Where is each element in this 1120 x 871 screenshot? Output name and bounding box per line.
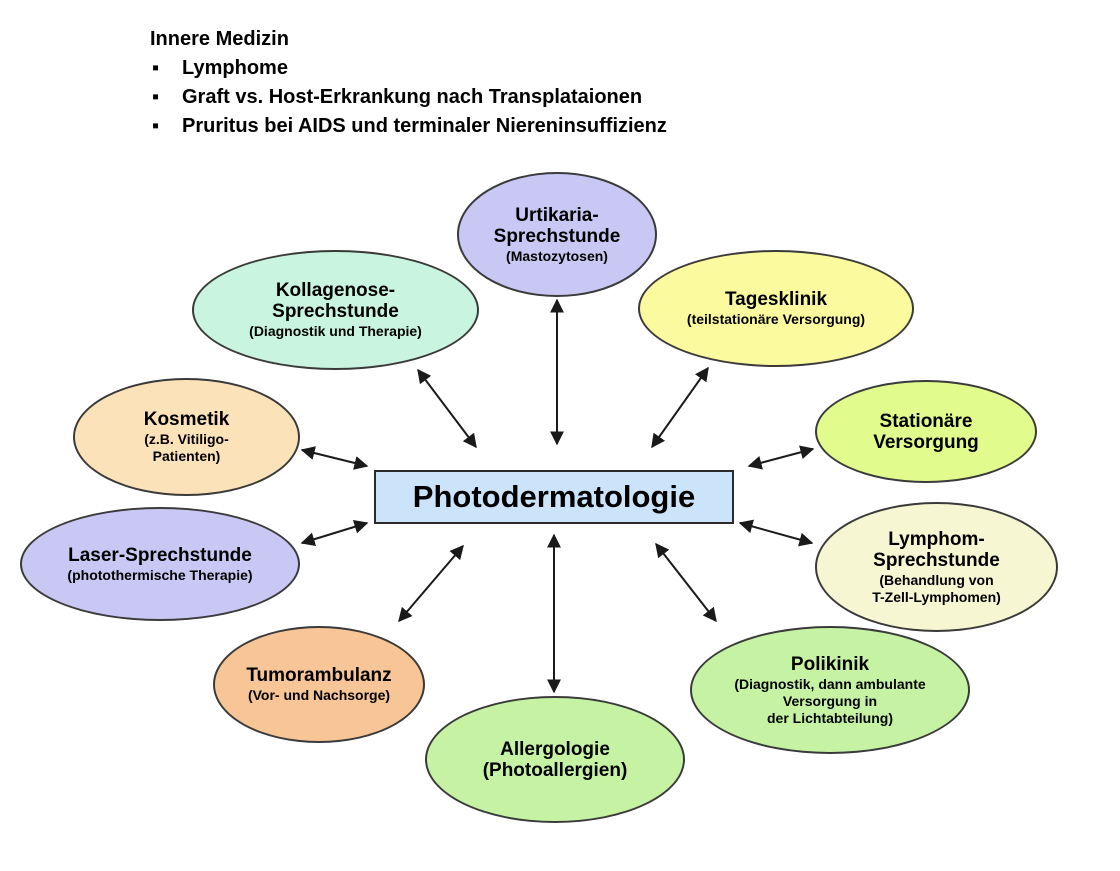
arrow-kollagenose	[417, 368, 477, 449]
header-list-item: ▪Pruritus bei AIDS und terminaler Nieren…	[150, 112, 667, 141]
header-section: Innere Medizin ▪Lymphome ▪Graft vs. Host…	[150, 25, 667, 141]
node-stationaer: Stationäre Versorgung	[815, 380, 1037, 483]
node-title: Laser-Sprechstunde	[68, 544, 252, 566]
arrow-tagesklinik	[651, 366, 709, 449]
node-title: Kosmetik	[143, 409, 230, 430]
node-subtitle: (Diagnostik, dann ambulante Versorgung i…	[734, 675, 926, 726]
arrow-lymphom	[738, 519, 814, 547]
center-label: Photodermatologie	[412, 479, 696, 514]
node-title: Stationäre Versorgung	[873, 410, 979, 453]
node-title: Allergologie (Photoallergien)	[482, 738, 628, 781]
bullet-icon: ▪	[152, 86, 160, 108]
node-polikinik: Polikinik (Diagnostik, dann ambulante Ve…	[690, 626, 970, 754]
bullet-icon: ▪	[152, 57, 160, 79]
header-title: Innere Medizin	[150, 28, 289, 50]
node-title: Urtikaria- Sprechstunde	[493, 204, 621, 247]
node-tumor: Tumorambulanz (Vor- und Nachsorge)	[213, 626, 425, 743]
node-urtikaria: Urtikaria- Sprechstunde (Mastozytosen)	[457, 172, 657, 297]
center-box: Photodermatologie	[374, 470, 734, 524]
node-subtitle: (Diagnostik und Therapie)	[249, 323, 422, 339]
arrow-kosmetik	[300, 446, 369, 470]
node-title: Tagesklinik	[724, 289, 828, 310]
node-subtitle: (teilstationäre Versorgung)	[686, 311, 866, 327]
node-subtitle: (Mastozytosen)	[506, 247, 608, 264]
node-subtitle: (Vor- und Nachsorge)	[247, 687, 391, 703]
arrow-tumor	[398, 544, 464, 623]
node-title: Polikinik	[790, 653, 870, 675]
node-kosmetik: Kosmetik (z.B. Vitiligo- Patienten)	[73, 378, 300, 496]
node-lymphom: Lymphom- Sprechstunde (Behandlung von T-…	[815, 502, 1058, 632]
node-tagesklinik: Tagesklinik (teilstationäre Versorgung)	[638, 250, 914, 367]
node-subtitle: (z.B. Vitiligo- Patienten)	[144, 431, 229, 464]
node-title: Lymphom- Sprechstunde	[873, 528, 1000, 571]
bullet-icon: ▪	[152, 115, 160, 137]
header-list-item: ▪Graft vs. Host-Erkrankung nach Transpla…	[150, 83, 667, 112]
header-list-item: ▪Lymphome	[150, 54, 667, 83]
node-title: Tumorambulanz	[246, 665, 392, 686]
node-subtitle: (Behandlung von T-Zell-Lymphomen)	[872, 571, 1001, 605]
node-kollagenose: Kollagenose- Sprechstunde (Diagnostik un…	[192, 250, 479, 370]
header-list: ▪Lymphome ▪Graft vs. Host-Erkrankung nac…	[150, 54, 667, 141]
node-subtitle: (photothermische Therapie)	[67, 566, 253, 583]
arrow-stationaer	[747, 445, 815, 470]
arrow-polikinik	[655, 542, 717, 623]
arrow-laser	[300, 520, 369, 546]
node-allergologie: Allergologie (Photoallergien)	[425, 696, 685, 823]
node-title: Kollagenose- Sprechstunde	[272, 280, 399, 322]
node-laser: Laser-Sprechstunde (photothermische Ther…	[20, 507, 300, 621]
